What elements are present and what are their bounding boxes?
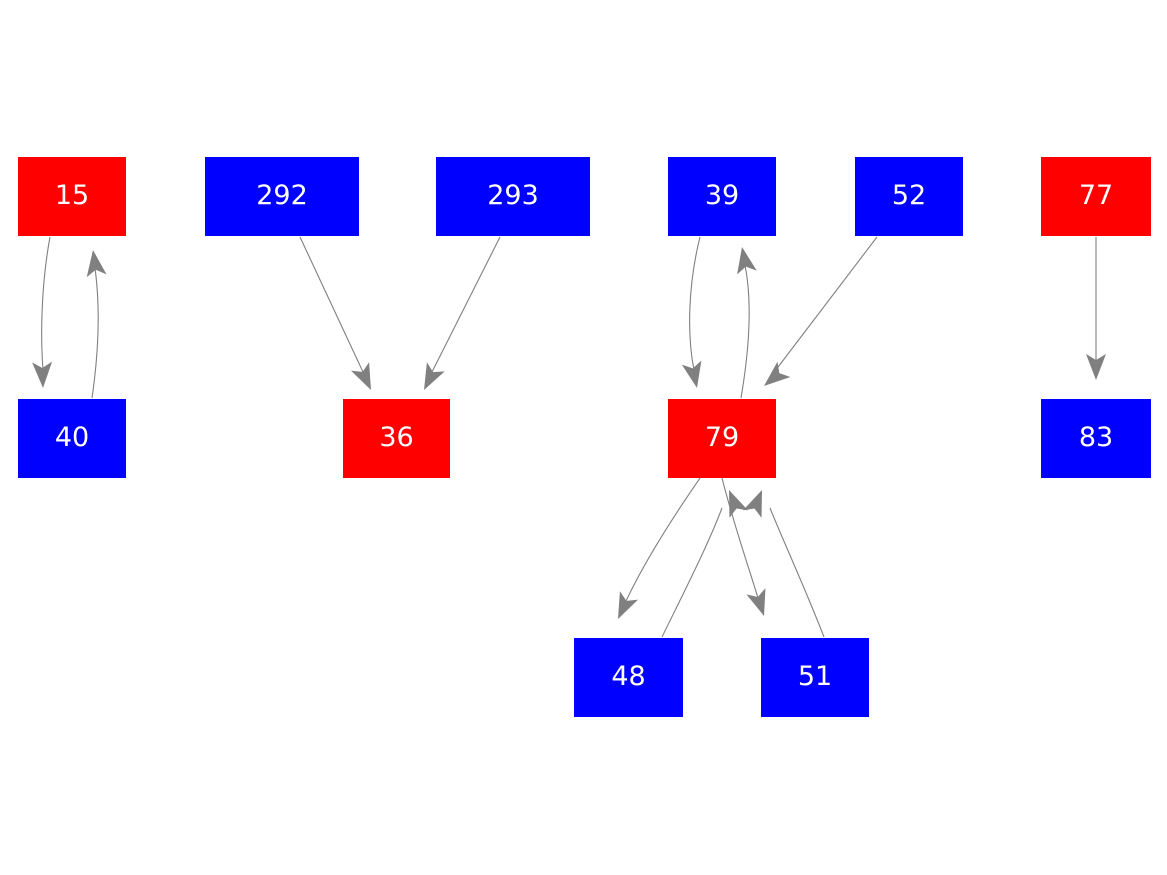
graph-node-77[interactable]: 77 bbox=[1041, 157, 1151, 236]
graph-node-36[interactable]: 36 bbox=[343, 399, 450, 478]
graph-node-52[interactable]: 52 bbox=[855, 157, 963, 236]
node-label: 79 bbox=[704, 422, 740, 453]
node-label: 15 bbox=[54, 180, 90, 211]
graph-node-51[interactable]: 51 bbox=[761, 638, 869, 717]
graph-node-40[interactable]: 40 bbox=[18, 399, 126, 478]
node-label: 292 bbox=[256, 180, 308, 211]
node-label: 51 bbox=[797, 661, 833, 692]
node-label: 83 bbox=[1078, 422, 1114, 453]
node-label: 48 bbox=[611, 661, 646, 692]
node-label: 39 bbox=[704, 180, 740, 211]
node-label: 52 bbox=[891, 180, 927, 211]
node-label: 36 bbox=[379, 422, 414, 453]
graph-node-79[interactable]: 79 bbox=[668, 399, 776, 478]
graph-node-293[interactable]: 293 bbox=[436, 157, 590, 236]
graph-node-15[interactable]: 15 bbox=[18, 157, 126, 236]
node-label: 40 bbox=[54, 422, 90, 453]
graph-node-39[interactable]: 39 bbox=[668, 157, 776, 236]
node-label: 77 bbox=[1078, 180, 1114, 211]
node-label: 293 bbox=[487, 180, 539, 211]
graph-node-292[interactable]: 292 bbox=[205, 157, 359, 236]
graph-node-48[interactable]: 48 bbox=[574, 638, 683, 717]
graph-node-83[interactable]: 83 bbox=[1041, 399, 1151, 478]
